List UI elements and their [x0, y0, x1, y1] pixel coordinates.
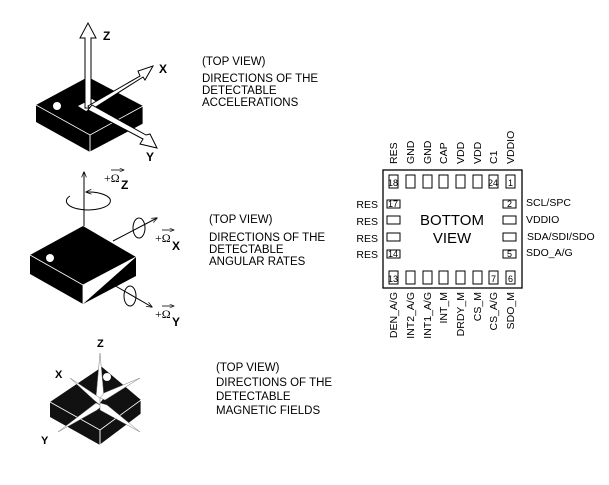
pin1-dot: [46, 254, 54, 262]
pin-number: 24: [488, 178, 498, 188]
accelerometer-diagram: Z X Y (TOP VIEW) DIRECTIONS OF THE DETEC…: [35, 21, 318, 164]
caption-line: DIRECTIONS OF THE: [209, 232, 325, 244]
bottom-pads: [388, 270, 516, 285]
x-label: X: [159, 62, 167, 76]
view-label: (TOP VIEW): [202, 56, 266, 68]
pin-label: DEN_A/G: [388, 292, 400, 338]
pin-label: INT_M: [438, 292, 450, 324]
left-pads: [386, 199, 401, 259]
magnetometer-diagram: Z X Y (TOP VIEW) DIRECTIONS OF THE DETEC…: [41, 338, 332, 447]
y-label: Y: [172, 315, 180, 329]
pin-label: RES: [356, 216, 378, 228]
package-title-line: BOTTOM: [420, 212, 484, 229]
caption-line: MAGNETIC FIELDS: [216, 405, 320, 417]
left-pin-labels: RES RES RES RES: [356, 199, 378, 261]
view-label: (TOP VIEW): [216, 362, 280, 374]
pin-number: 1: [508, 178, 513, 188]
gyroscope-diagram: +Ω Z +Ω X +Ω Y (TOP VIEW) DIRECTIONS OF …: [29, 170, 325, 329]
pin-label: INT2_A/G: [405, 292, 417, 339]
pin-label: RES: [356, 249, 378, 261]
pin-label: SDA/SDI/SDO: [527, 231, 595, 243]
caption-line: ANGULAR RATES: [209, 256, 306, 268]
pin-label: VDDIO: [505, 131, 517, 164]
pin-number: 2: [507, 199, 512, 209]
bottom-pin-labels: DEN_A/G INT2_A/G INT1_A/G INT_M DRDY_M C…: [388, 292, 517, 339]
pin-label: VDD: [455, 141, 467, 164]
top-pads: [388, 174, 516, 189]
x-label: X: [172, 239, 180, 253]
omega-x-label: +Ω: [155, 231, 171, 245]
omega-y-label: +Ω: [155, 307, 171, 321]
caption-line: ACCELERATIONS: [202, 97, 299, 109]
pin-label: CS_A/G: [488, 292, 500, 331]
pin-number: 7: [491, 274, 496, 284]
pin-number: 6: [508, 274, 513, 284]
pin-label: SDO_A/G: [526, 247, 573, 259]
pin-label: CS_M: [472, 292, 484, 321]
pin-label: GND: [422, 140, 434, 164]
omega-z-label: +Ω: [104, 171, 120, 185]
pin-number: 5: [507, 249, 512, 259]
x-arrow: [87, 65, 155, 111]
pin-number: 17: [388, 199, 398, 209]
caption-line: DETECTABLE: [202, 85, 277, 97]
pin1-dot: [53, 102, 61, 110]
package-outline: [382, 169, 523, 289]
caption-line: DIRECTIONS OF THE: [202, 73, 318, 85]
pin-label: RES: [356, 233, 378, 245]
chip-block: [30, 226, 136, 304]
view-label: (TOP VIEW): [209, 214, 273, 226]
pin-number: 13: [388, 274, 398, 284]
x-label: X: [55, 369, 63, 381]
z-arrow: [79, 21, 97, 109]
pin-label: C1: [488, 150, 500, 164]
pin-label: DRDY_M: [455, 292, 467, 336]
caption-line: DETECTABLE: [216, 391, 291, 403]
pin-label: RES: [388, 142, 400, 164]
pin-label: INT1_A/G: [422, 292, 434, 339]
pin-number: 14: [388, 249, 398, 259]
top-pin-labels: RES GND GND CAP VDD VDD C1 VDDIO: [388, 131, 517, 164]
z-label: Z: [103, 29, 110, 43]
right-pads: [502, 199, 517, 259]
pin-label: SDO_M: [505, 292, 517, 329]
pin-label: RES: [356, 199, 378, 211]
y-label: Y: [146, 150, 154, 164]
pin-label: VDDIO: [526, 214, 559, 226]
pin-label: VDD: [472, 141, 484, 164]
package-title-line: VIEW: [433, 230, 472, 247]
caption-line: DETECTABLE: [209, 244, 284, 256]
star-axes: [57, 352, 141, 433]
pin-label: SCL/SPC: [526, 197, 571, 209]
pin-number: 18: [388, 178, 398, 188]
pin-label: GND: [405, 140, 417, 164]
package-bottom-view: BOTTOM VIEW 18 24 1 17 2 14 5 13: [356, 131, 594, 339]
z-label: Z: [97, 338, 104, 350]
z-label: Z: [121, 178, 128, 192]
pin-label: CAP: [438, 142, 450, 164]
right-pin-labels: SCL/SPC VDDIO SDA/SDI/SDO SDO_A/G: [526, 197, 595, 259]
caption-line: DIRECTIONS OF THE: [216, 377, 332, 389]
y-arrow: [87, 104, 158, 149]
y-label: Y: [41, 435, 49, 447]
chip-block: [36, 77, 143, 152]
